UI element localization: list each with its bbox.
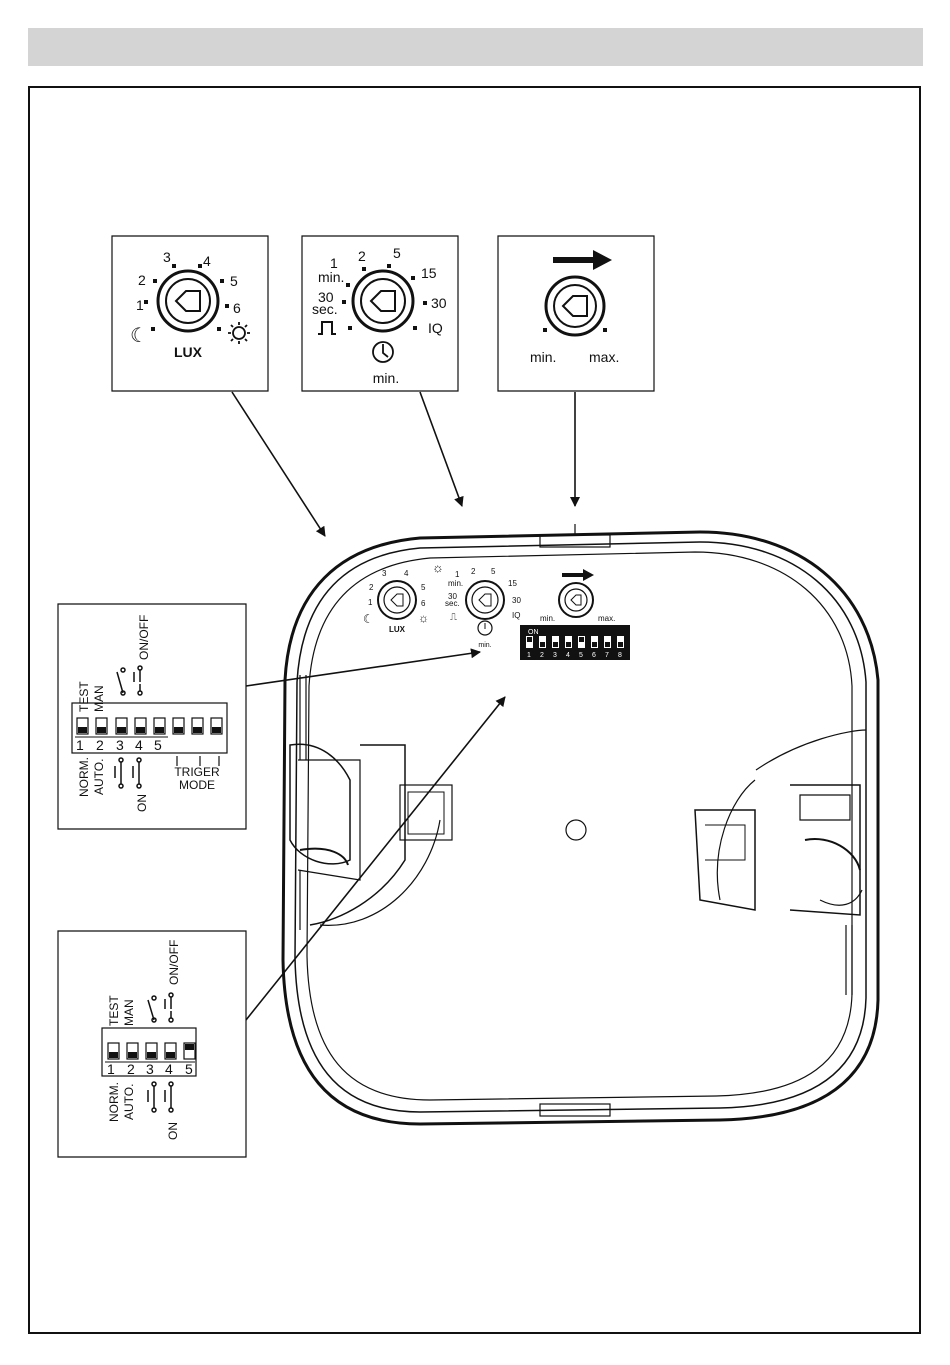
device-pulse-icon: ⎍ [450, 612, 457, 623]
dip5-on-label: ON [166, 1122, 180, 1140]
lux-label-6: 6 [233, 300, 241, 316]
device-time-label-15: 15 [508, 579, 517, 588]
lux-label-5: 5 [230, 273, 238, 289]
dip5-norm-label: NORM. [107, 1082, 121, 1122]
device-range-min: min. [540, 614, 555, 623]
dip8-leader-arrow [246, 652, 480, 686]
device-dip-on-label: ON [528, 629, 539, 636]
time-label-min: min. [318, 269, 344, 285]
dip5-callout: TEST MAN ON/OFF 1 2 3 4 5 NORM. AUTO. ON [58, 931, 246, 1157]
device-range-max: max. [598, 614, 615, 623]
device-moon-icon: ☾ [363, 612, 374, 626]
dip8-man-label: MAN [92, 685, 106, 712]
device-time-label-sec: sec. [445, 599, 460, 608]
device-time-label-5: 5 [491, 567, 496, 576]
device-time-label-1: 1 [455, 570, 460, 579]
dip8-test-label: TEST [77, 681, 91, 712]
dip8-on-label: ON [135, 794, 149, 812]
device-lux-title: LUX [389, 625, 406, 634]
device-sun-top-icon: ☼ [432, 560, 444, 575]
range-dial-callout: min. max. [498, 236, 654, 391]
device-range-dial[interactable]: min. max. [540, 569, 615, 623]
dip8-num-5: 5 [154, 737, 162, 753]
device-lux-label-4: 4 [404, 569, 409, 578]
dip5-man-label: MAN [122, 999, 136, 1026]
device-time-label-iq: IQ [512, 611, 520, 620]
dip5-num-2: 2 [127, 1061, 135, 1077]
device-dip-num: 1 [527, 652, 531, 659]
dip5-num-3: 3 [146, 1061, 154, 1077]
range-min-label: min. [530, 349, 556, 365]
dip8-num-3: 3 [116, 737, 124, 753]
time-unit: min. [373, 370, 399, 386]
dip8-trigger-label: TRIGER [174, 765, 220, 779]
device-dip-num: 7 [605, 652, 609, 659]
device-dip-num: 8 [618, 652, 622, 659]
device-lux-label-6: 6 [421, 599, 426, 608]
device-lux-label-5: 5 [421, 583, 426, 592]
moon-icon: ☾ [130, 325, 148, 347]
device-lux-label-3: 3 [382, 569, 387, 578]
lux-title: LUX [174, 344, 203, 360]
dip8-num-1: 1 [76, 737, 84, 753]
device-dip-num: 6 [592, 652, 596, 659]
dip8-callout: TEST MAN ON/OFF 1 2 3 4 5 NORM. AUTO. ON [58, 604, 246, 829]
time-label-30min: 30 [431, 295, 447, 311]
device-sun-icon: ☼ [418, 611, 429, 625]
device-dip-num: 2 [540, 652, 544, 659]
dip5-onoff-label: ON/OFF [167, 940, 181, 985]
dip8-mode-label: MODE [179, 778, 215, 792]
lux-leader-arrow [232, 392, 325, 536]
dip8-auto-label: AUTO. [92, 759, 106, 795]
device-time-unit: min. [478, 642, 491, 649]
device-lux-label-1: 1 [368, 598, 373, 607]
device-time-label-2: 2 [471, 567, 476, 576]
lux-label-1: 1 [136, 297, 144, 313]
time-dial-callout: 1 min. 2 5 30 sec. 15 30 IQ min. [302, 236, 458, 391]
dip8-num-2: 2 [96, 737, 104, 753]
device-time-dial[interactable]: 1 min. 2 5 15 30 sec. 30 IQ ⎍ min. [445, 567, 521, 649]
dip8-onoff-label: ON/OFF [137, 615, 151, 660]
range-max-label: max. [589, 349, 619, 365]
lux-label-4: 4 [203, 253, 211, 269]
lux-dial-callout: 1 2 3 4 5 6 ☾ LUX [112, 236, 268, 391]
time-label-2: 2 [358, 248, 366, 264]
lux-label-3: 3 [163, 249, 171, 265]
dip5-test-label: TEST [107, 995, 121, 1026]
dip5-num-1: 1 [107, 1061, 115, 1077]
device-dip-num: 5 [579, 652, 583, 659]
dip5-auto-label: AUTO. [122, 1084, 136, 1120]
device-dip-num: 3 [553, 652, 557, 659]
lux-label-2: 2 [138, 272, 146, 288]
device-dip-switch[interactable]: ON 1 2 3 4 5 6 7 8 [520, 625, 630, 660]
time-label-iq: IQ [428, 320, 443, 336]
device-dip-num: 4 [566, 652, 570, 659]
dip8-norm-label: NORM. [77, 757, 91, 797]
device-lux-label-2: 2 [369, 583, 374, 592]
time-label-5: 5 [393, 245, 401, 261]
dip8-num-4: 4 [135, 737, 143, 753]
dip5-num-5: 5 [185, 1061, 193, 1077]
time-label-sec: sec. [312, 301, 338, 317]
device-time-label-min: min. [448, 579, 463, 588]
time-leader-arrow [420, 392, 462, 506]
device-lux-dial[interactable]: LUX 1 2 3 4 5 6 ☾ ☼ [363, 569, 429, 634]
device-time-label-30min: 30 [512, 596, 521, 605]
dip5-num-4: 4 [165, 1061, 173, 1077]
time-label-15: 15 [421, 265, 437, 281]
